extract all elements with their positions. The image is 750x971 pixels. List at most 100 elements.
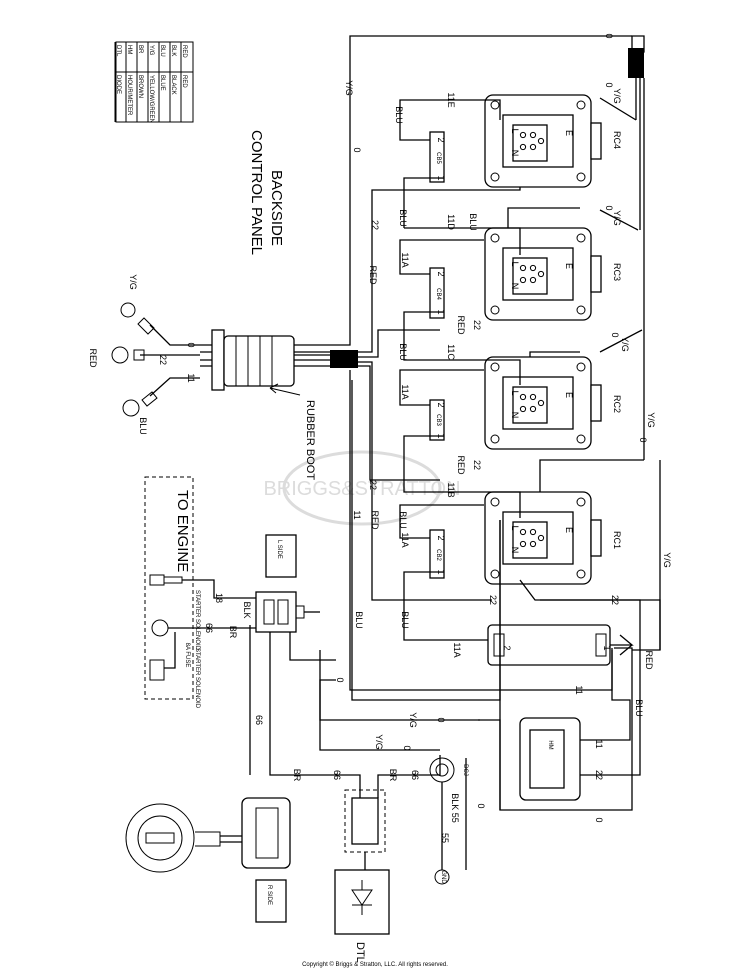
wire-label-yg: Y/G: [408, 712, 418, 728]
terminal-line-label: L: [510, 128, 520, 133]
wire-label-zero: 0: [610, 332, 620, 337]
legend-meaning: BLACK: [170, 75, 176, 95]
hour-meter-label: HM: [547, 740, 553, 749]
wire-label-red: RED: [370, 510, 380, 530]
wire-label-t1: 1: [436, 309, 446, 314]
wire-label-blu: BLU: [398, 209, 408, 227]
wire-label-w55: 55: [440, 833, 450, 843]
wire-label-br: BR: [388, 769, 398, 782]
wire-label-yg: Y/G: [662, 552, 672, 568]
panel-title-line1: BACKSIDE: [268, 170, 285, 246]
engine-connectors: [149, 574, 256, 681]
legend-meaning: RED: [181, 75, 187, 88]
wire-label-t2: 2: [436, 535, 446, 540]
wire-label-t1: 1: [436, 569, 446, 574]
diode-connector: [334, 755, 441, 935]
wire-label-w22: 22: [472, 320, 482, 330]
wire-label-t2: 2: [436, 271, 446, 276]
wire-label-zero: 0: [186, 342, 196, 347]
l-side-label: L SIDE: [276, 540, 282, 559]
to-engine-box: [144, 476, 194, 700]
wire-label-blu: BLU: [634, 699, 644, 717]
gnd-label: GND: [440, 870, 446, 884]
breaker-cb3: [429, 399, 445, 441]
wire-label-w22: 22: [472, 460, 482, 470]
wire-label-w66: 66: [204, 623, 214, 633]
breaker-cb2: [429, 529, 445, 579]
dcj-component: [429, 757, 455, 885]
wire-label-br: BR: [228, 626, 238, 639]
receptacle-rc3: [484, 227, 602, 321]
fuse-label: 8A FUSE: [184, 643, 190, 668]
wire-label-w22: 22: [594, 770, 604, 780]
receptacle-label: RC3: [612, 263, 622, 281]
wire-label-yg: Y/G: [620, 336, 630, 352]
wire-label-w11: 11: [594, 739, 604, 748]
terminal-line-label: L: [510, 261, 520, 266]
wire-label-w11e: 11E: [446, 92, 456, 107]
wire-label-w11: 11: [352, 510, 362, 519]
wire-label-yg: Y/G: [344, 80, 354, 96]
wire-label-t2: 2: [436, 137, 446, 142]
wire-label-yg: Y/G: [612, 210, 622, 226]
legend-meaning: YELLOW/GREEN: [148, 75, 154, 123]
panel-title: BACKSIDE CONTROL PANEL: [248, 130, 285, 255]
legend-meaning: DIODE: [115, 75, 121, 94]
dtl-label: DTL: [354, 942, 366, 963]
terminal-earth-label: E: [564, 263, 574, 269]
wire-label-t1: 1: [436, 433, 446, 438]
breaker-label: CB5: [435, 152, 441, 164]
wire-label-w11a: 11A: [452, 642, 462, 657]
watermark-text: BRIGGS&STRATTON: [263, 478, 460, 500]
lower-wiring: [319, 370, 613, 870]
legend-meaning: BROWN: [137, 75, 143, 98]
wire-label-t1: 1: [436, 175, 446, 180]
breaker-cb5: [429, 131, 445, 183]
wire-label-w11: 11: [186, 373, 196, 382]
main-connector: [249, 591, 340, 776]
terminal-line-label: L: [510, 390, 520, 395]
wire-label-blu: BLU: [400, 611, 410, 629]
terminal-neutral-label: N: [510, 283, 520, 290]
legend-code: DTL: [115, 45, 121, 57]
wire-label-zero: 0: [604, 205, 614, 210]
wire-label-w22: 22: [610, 595, 620, 605]
wire-label-zero: 0: [402, 745, 412, 750]
legend-code: Y/G: [148, 45, 154, 56]
terminal-earth-label: E: [564, 130, 574, 136]
wire-label-blu: BLU: [398, 511, 408, 529]
receptacle-rc4: [484, 94, 602, 188]
rubber-boot-label: RUBBER BOOT: [304, 400, 316, 480]
terminal-earth-label: E: [564, 392, 574, 398]
legend-code: BR: [137, 45, 143, 54]
wire-label-w11a: 11A: [400, 384, 410, 399]
receptacle-label: RC1: [612, 531, 622, 549]
terminal-neutral-label: N: [510, 412, 520, 419]
wire-label-yg: Y/G: [612, 88, 622, 104]
receptacle-rc1: [484, 491, 602, 585]
wire-label-t1: 1: [602, 645, 612, 650]
terminal-line-label: L: [510, 525, 520, 530]
wire-label-blu: BLU: [394, 106, 404, 124]
wire-label-w22: 22: [370, 220, 380, 230]
to-engine-label: TO ENGINE: [174, 490, 191, 572]
legend-code: BLK: [170, 45, 176, 56]
receptacle-rc2: [484, 356, 602, 450]
breaker-label: CB3: [435, 414, 441, 426]
wire-label-w11a: 11A: [400, 532, 410, 547]
wire-label-t2: 2: [502, 645, 512, 650]
wire-label-w11: 11: [574, 685, 584, 694]
wire-label-red: RED: [456, 455, 466, 475]
wire-label-red: RED: [368, 265, 378, 285]
wire-label-yg: Y/G: [374, 734, 384, 750]
starter-solenoid-label: STARTER SOLENOID: [194, 648, 200, 709]
blk55-label: BLK 55: [450, 793, 460, 823]
wire-label-w22: 22: [488, 595, 498, 605]
legend-code: RED: [181, 45, 187, 58]
wire-label-blk: BLK: [242, 601, 252, 618]
wire-label-yg: Y/G: [646, 412, 656, 428]
wire-label-blu: BLU: [354, 611, 364, 629]
legend-meaning: BLUE: [159, 75, 165, 91]
wire-label-zero: 0: [594, 817, 604, 822]
